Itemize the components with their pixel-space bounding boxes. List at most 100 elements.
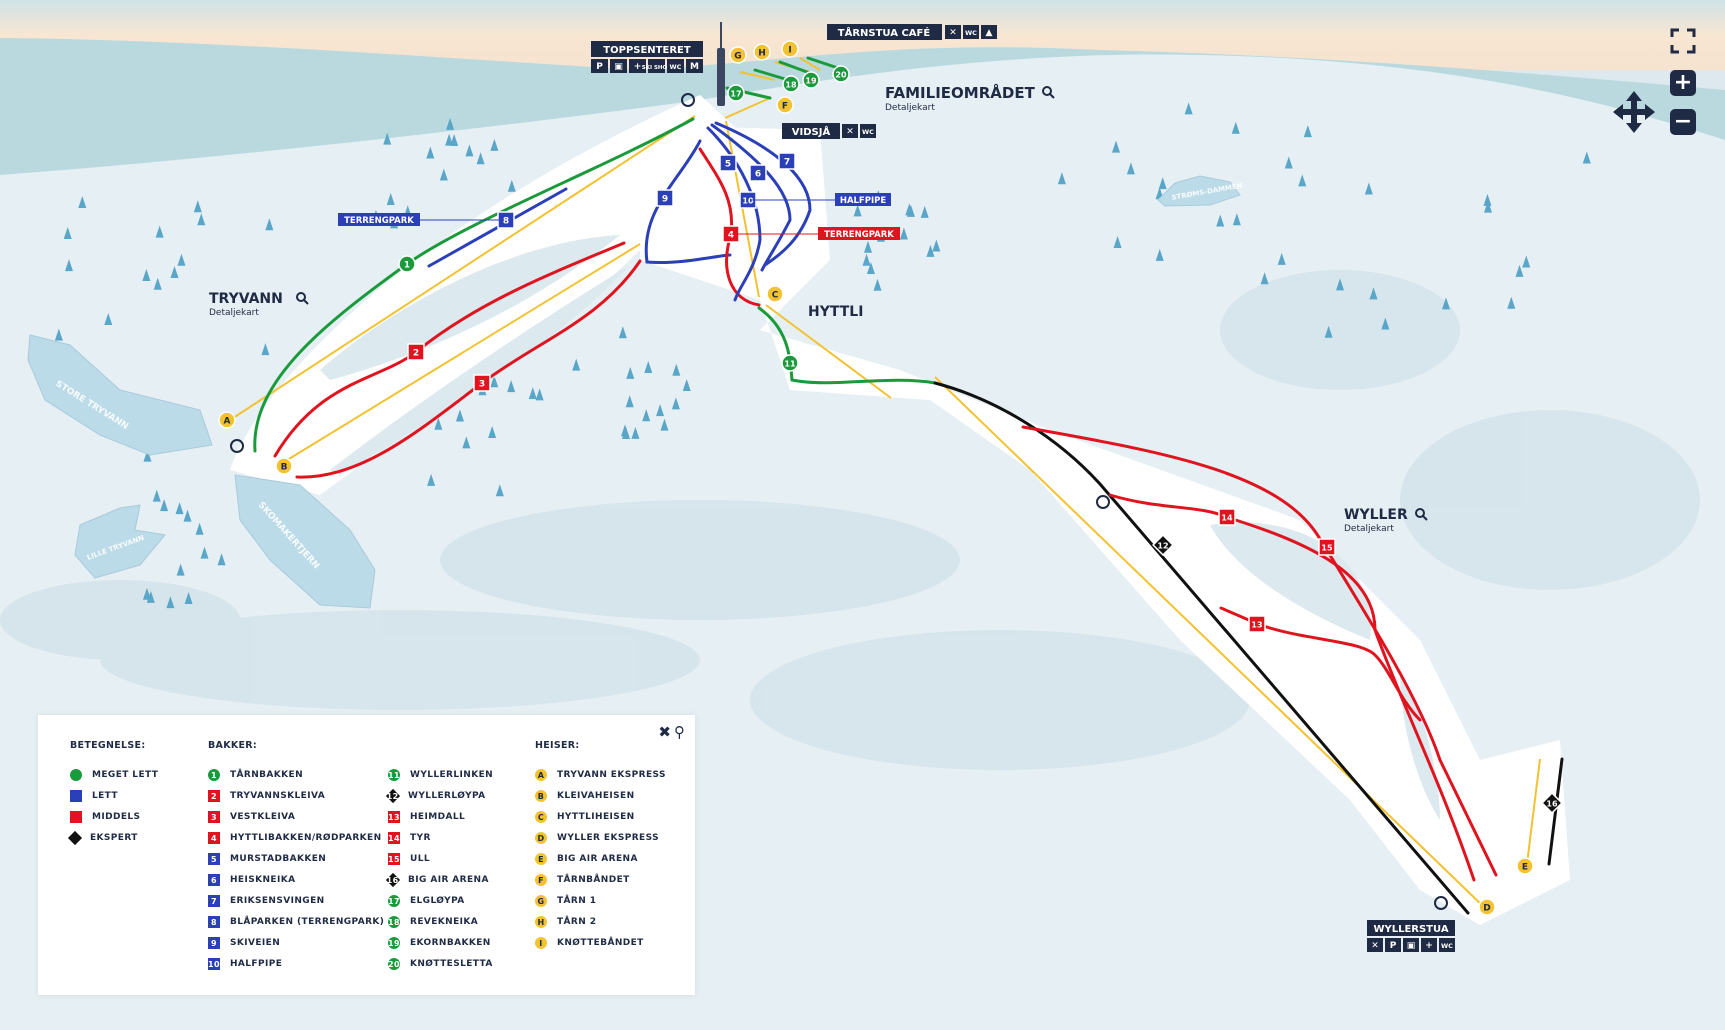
trail-marker-9[interactable]: 9 [656,189,674,207]
trail-marker-6[interactable]: 6 [749,164,767,182]
terrengpark-label: TERRENGPARK [824,230,894,240]
difficulty-green-marker-icon [70,769,82,781]
trail-6[interactable] [710,123,792,272]
search-icon [1042,86,1055,99]
p-icon: P [1385,938,1401,952]
svg-text:+: + [1425,941,1433,951]
lift-d-line[interactable] [934,376,1486,909]
tarnstua-label[interactable]: TÅRNSTUA CAFÉ [827,24,942,40]
trail-marker-12[interactable]: 12 [1152,534,1174,556]
legend-item-label: MIDDELS [92,812,141,822]
webcam-icon[interactable] [681,93,695,107]
trail-marker-11[interactable]: 11 [781,354,799,372]
lift-marker-h[interactable]: H [753,43,771,61]
legend-item-label: TÅRNBAKKEN [230,770,304,780]
fullscreen-button[interactable] [1670,28,1696,54]
lift-c-marker-icon: C [535,811,547,823]
legend-difficulty-title: BETEGNELSE: [70,740,146,751]
pan-arrows-icon[interactable] [1612,90,1656,134]
ski-shop-icon: SKI SHOP [642,59,671,73]
trail-marker-3[interactable]: 3 [473,374,491,392]
trail-7[interactable] [714,121,812,267]
lift-i-line[interactable] [799,57,821,71]
lift-marker-f[interactable]: F [776,96,794,114]
zoom-in-button[interactable]: + [1670,70,1696,96]
terrengpark-blue-tag[interactable]: TERRENGPARK [338,213,500,226]
lift-marker-c[interactable]: C [766,285,784,303]
trail-marker-19[interactable]: 19 [802,71,820,89]
webcam-icon[interactable] [1096,495,1110,509]
familieomradet-label[interactable]: FAMILIEOMRÅDET Detaljekart [885,83,1055,113]
terrengpark-red-tag[interactable]: TERRENGPARK [732,227,900,240]
zoom-out-button[interactable]: − [1670,109,1696,135]
toppsenteret-label[interactable]: TOPPSENTERET [591,41,703,57]
trail-marker-18[interactable]: 18 [782,75,800,93]
lift-marker-d[interactable]: D [1478,898,1496,916]
trail-marker-5[interactable]: 5 [719,154,737,172]
trail-14[interactable] [1108,493,1476,882]
legend-close-button[interactable]: ✖⚲ [658,723,685,741]
trail-marker-20[interactable]: 20 [832,65,850,83]
lift-marker-g[interactable]: G [729,46,747,64]
lift-marker-i[interactable]: I [781,40,799,58]
lift-marker-e[interactable]: E [1516,857,1534,875]
legend-item-label: HEIMDALL [410,812,466,822]
wyller-name: WYLLER [1344,507,1408,523]
webcam-icon[interactable] [230,439,244,453]
lift-f-marker-icon: F [535,874,547,886]
trail-marker-14[interactable]: 14 [1218,508,1236,526]
trail-20[interactable] [806,56,840,70]
trail-16[interactable] [1547,757,1564,866]
trail-marker-15[interactable]: 15 [1318,538,1336,556]
halfpipe-tag[interactable]: HALFPIPE [750,193,891,206]
legend-item-label: ERIKSENSVINGEN [230,896,325,906]
lift-f-line[interactable] [724,97,771,119]
wyller-label[interactable]: WYLLER Detaljekart [1344,507,1428,534]
lift-i-marker-icon: I [535,937,547,949]
lakes [27,175,1241,609]
piste-islands [320,235,1440,820]
svg-text:✕: ✕ [949,28,957,38]
vidsja-label[interactable]: VIDSJÅ [782,123,840,139]
svg-text:WC: WC [862,128,874,136]
slope-16-marker-icon: 16 [385,872,401,888]
trail-12[interactable] [933,381,1470,915]
webcam-icon[interactable] [1434,896,1448,910]
trail-marker-10[interactable]: 10 [739,191,757,209]
tryvann-label[interactable]: TRYVANN Detaljekart [209,291,309,318]
legend-item-label: BLÅPARKEN (TERRENGPARK) [230,917,385,927]
lift-c-line[interactable] [725,120,760,298]
trail-marker-13[interactable]: 13 [1248,615,1266,633]
trail-11[interactable] [757,306,937,385]
lift-letter: B [281,463,288,473]
trail-9[interactable] [644,139,732,265]
bus-icon: ▣ [1403,938,1419,952]
slope-8-marker-icon: 8 [208,916,220,928]
lift-g-line[interactable] [739,71,776,81]
trail-marker-2[interactable]: 2 [407,343,425,361]
svg-text:WC: WC [670,63,682,71]
trail-number: 10 [742,197,754,206]
trail-marker-16[interactable]: 16 [1541,792,1563,814]
legend-item: MEGET LETT [70,767,158,783]
slope-18-marker-icon: 18 [388,916,400,928]
lift-b-line[interactable] [283,243,641,463]
lift-a-line[interactable] [226,115,696,423]
trail-marker-8[interactable]: 8 [497,211,515,229]
wyllerstua-label[interactable]: WYLLERSTUA [1367,920,1455,936]
trail-13[interactable] [1219,606,1422,722]
trail-number: 7 [784,158,790,168]
slope-19-marker-icon: 19 [388,937,400,949]
lift-marker-a[interactable]: A [218,411,236,429]
lift-letter: I [788,46,791,56]
trail-marker-1[interactable]: 1 [398,255,416,273]
trail-marker-7[interactable]: 7 [778,152,796,170]
lift-marker-b[interactable]: B [275,457,293,475]
trail-marker-17[interactable]: 17 [727,84,745,102]
lift-e-line[interactable] [1526,758,1541,865]
m-icon: M [686,59,703,73]
